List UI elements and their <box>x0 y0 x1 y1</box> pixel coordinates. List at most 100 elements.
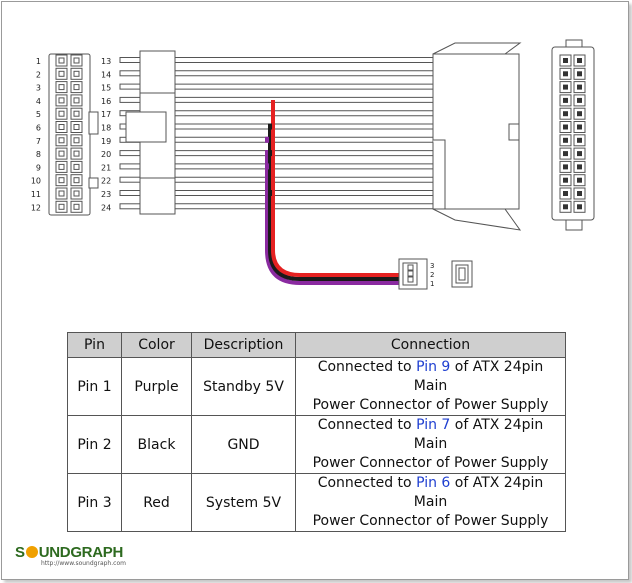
header-description: Description <box>191 332 296 358</box>
pin-label: 12 <box>31 203 41 212</box>
pin-hole <box>58 97 65 104</box>
pin-stub <box>119 190 141 196</box>
pin-hole <box>73 177 80 184</box>
pin-contact <box>563 204 568 210</box>
pin-label: 4 <box>36 97 41 106</box>
pin-hole <box>73 190 80 197</box>
cell-color: Red <box>121 473 192 532</box>
wire-tap <box>265 136 269 143</box>
fan-pin-label: 3 <box>430 262 434 270</box>
cell-color: Purple <box>121 357 192 416</box>
pin-stub <box>119 176 141 183</box>
pin-hole <box>73 84 80 91</box>
pin-contact <box>577 164 582 170</box>
pin-hole <box>73 203 80 210</box>
pin-stub <box>119 57 141 63</box>
table-row: Pin 1 Purple Standby 5V Connected to Pin… <box>67 357 566 416</box>
fan-pin-label: 1 <box>430 280 434 288</box>
pin-label: 23 <box>101 190 111 199</box>
pin-contact <box>563 151 568 157</box>
cell-description: System 5V <box>191 473 296 532</box>
pin-table: Pin Color Description Connection Pin 1 P… <box>67 332 566 532</box>
pin-label: 8 <box>36 150 41 159</box>
pin-contact <box>577 177 582 183</box>
pin-contact <box>577 97 582 103</box>
pin-hole <box>58 190 65 197</box>
pin-contact <box>563 84 568 90</box>
pin-label: 15 <box>101 84 111 93</box>
pin-hole <box>73 150 80 157</box>
pin-label: 5 <box>36 110 41 119</box>
pin-label: 9 <box>36 163 41 172</box>
pin-contact <box>577 151 582 157</box>
atx-connector-left <box>48 53 99 216</box>
pin-label: 24 <box>101 203 111 212</box>
pin-label: 21 <box>101 163 111 172</box>
pin-label: 17 <box>101 110 111 119</box>
table-row: Pin 2 Black GND Connected to Pin 7 of AT… <box>67 415 566 474</box>
wire-tap <box>268 150 272 157</box>
fan-connector <box>398 258 473 290</box>
wire-tap <box>271 110 275 117</box>
cable-bundle <box>119 50 433 215</box>
pin-stub <box>119 96 141 103</box>
pin-stub <box>119 150 141 157</box>
wire-tap <box>265 163 269 170</box>
pin-hole <box>58 203 65 210</box>
pin-hole <box>58 163 65 170</box>
pin-reference: Pin 9 <box>416 359 451 375</box>
pin-label: 13 <box>101 57 111 66</box>
pin-label: 2 <box>36 70 41 79</box>
pin-contact <box>577 191 582 196</box>
pin-contact <box>577 84 582 90</box>
pin-reference: Pin 6 <box>416 475 451 491</box>
pin-hole <box>73 124 80 130</box>
pin-contact <box>577 111 582 117</box>
wire-tap <box>268 190 272 196</box>
header-pin: Pin <box>67 332 122 358</box>
pin-contact <box>577 71 582 77</box>
pin-hole <box>58 137 65 144</box>
pin-hole <box>58 57 65 64</box>
atx-plug-side <box>432 42 522 231</box>
cell-pin: Pin 1 <box>67 357 122 416</box>
pin-contact <box>577 204 582 210</box>
fan-pin-labels: 321 <box>430 262 434 288</box>
fan-cable <box>265 100 405 285</box>
pin-contact <box>563 58 568 63</box>
pin-stub <box>119 203 141 210</box>
pin-hole <box>58 124 65 130</box>
wire-tap <box>271 136 275 143</box>
cell-description: GND <box>191 415 296 474</box>
fan-pin-label: 2 <box>430 271 434 279</box>
pin-hole <box>58 150 65 157</box>
pin-hole <box>58 177 65 184</box>
pin-hole <box>58 84 65 91</box>
cell-pin: Pin 3 <box>67 473 122 532</box>
header-connection: Connection <box>295 332 566 358</box>
cell-description: Standby 5V <box>191 357 296 416</box>
logo-circle-icon <box>25 546 38 558</box>
pin-contact <box>563 177 568 183</box>
wire-tap <box>271 176 275 183</box>
pin-label: 22 <box>101 177 111 186</box>
pin-stub <box>119 83 141 90</box>
cell-color: Black <box>121 415 192 474</box>
pin-hole <box>58 110 65 117</box>
pin-contact <box>563 191 568 196</box>
pin-label: 14 <box>101 70 111 79</box>
pin-contact <box>563 137 568 143</box>
pin-contact <box>563 124 568 130</box>
logo-url: http://www.soundgraph.com <box>41 560 126 567</box>
pin-stub <box>119 163 141 170</box>
pin-label: 1 <box>36 57 41 66</box>
pin-label: 16 <box>101 97 111 106</box>
pin-stub <box>119 70 141 77</box>
pin-label: 7 <box>36 137 41 146</box>
